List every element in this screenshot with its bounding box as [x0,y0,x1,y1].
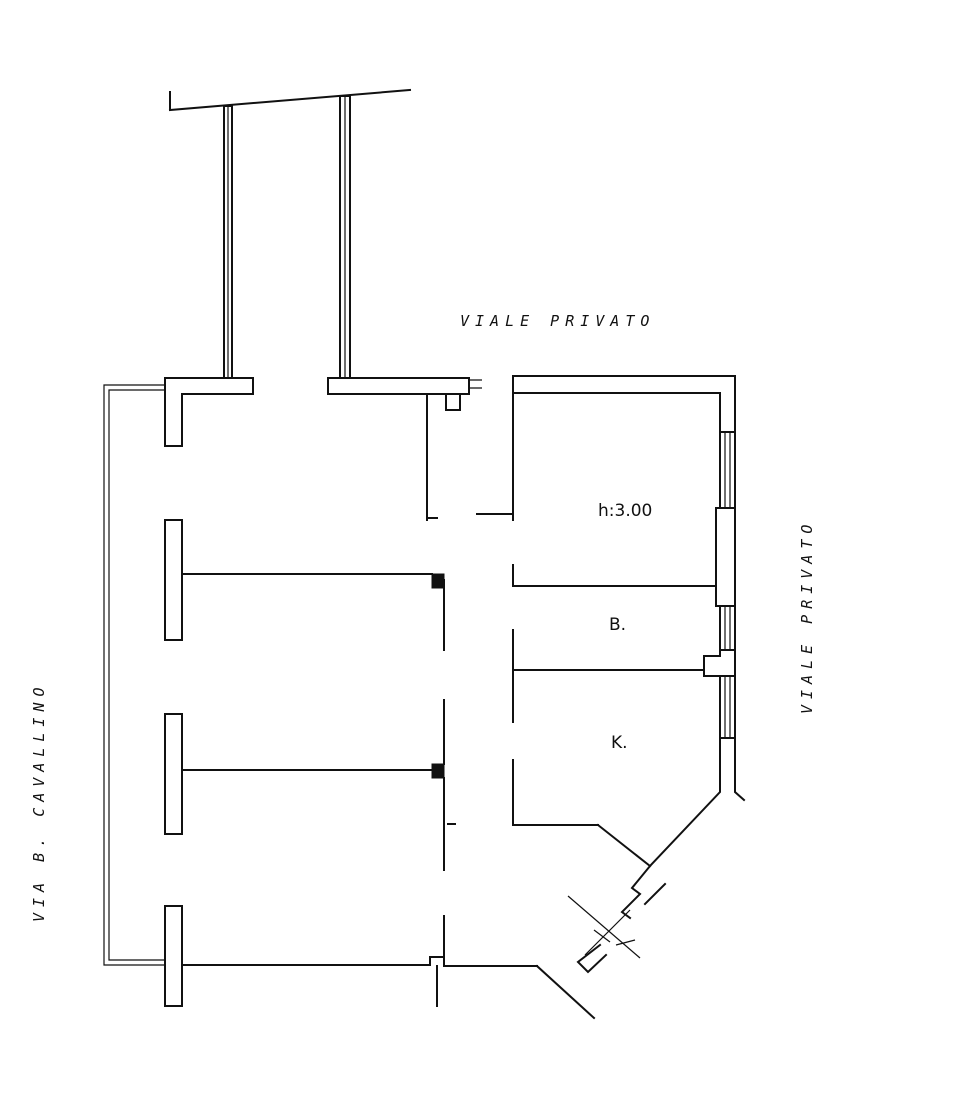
bathroom-label: B. [609,615,626,635]
street-label-left: VIA B. CAVALLINO [30,682,48,923]
right-rooms [512,564,721,868]
interior-partitions [181,392,538,1007]
right-wall [648,431,746,868]
street-label-right: VIALE PRIVATO [798,519,816,714]
kitchen-label: K. [611,733,628,753]
corner-entrance [535,864,667,1020]
street-label-top: VIALE PRIVATO [460,312,655,330]
top-walls [164,375,736,447]
upper-boundary [168,88,412,379]
left-boundary [103,384,165,966]
left-columns [164,519,183,1007]
room-height-label: h:3.00 [598,501,652,521]
